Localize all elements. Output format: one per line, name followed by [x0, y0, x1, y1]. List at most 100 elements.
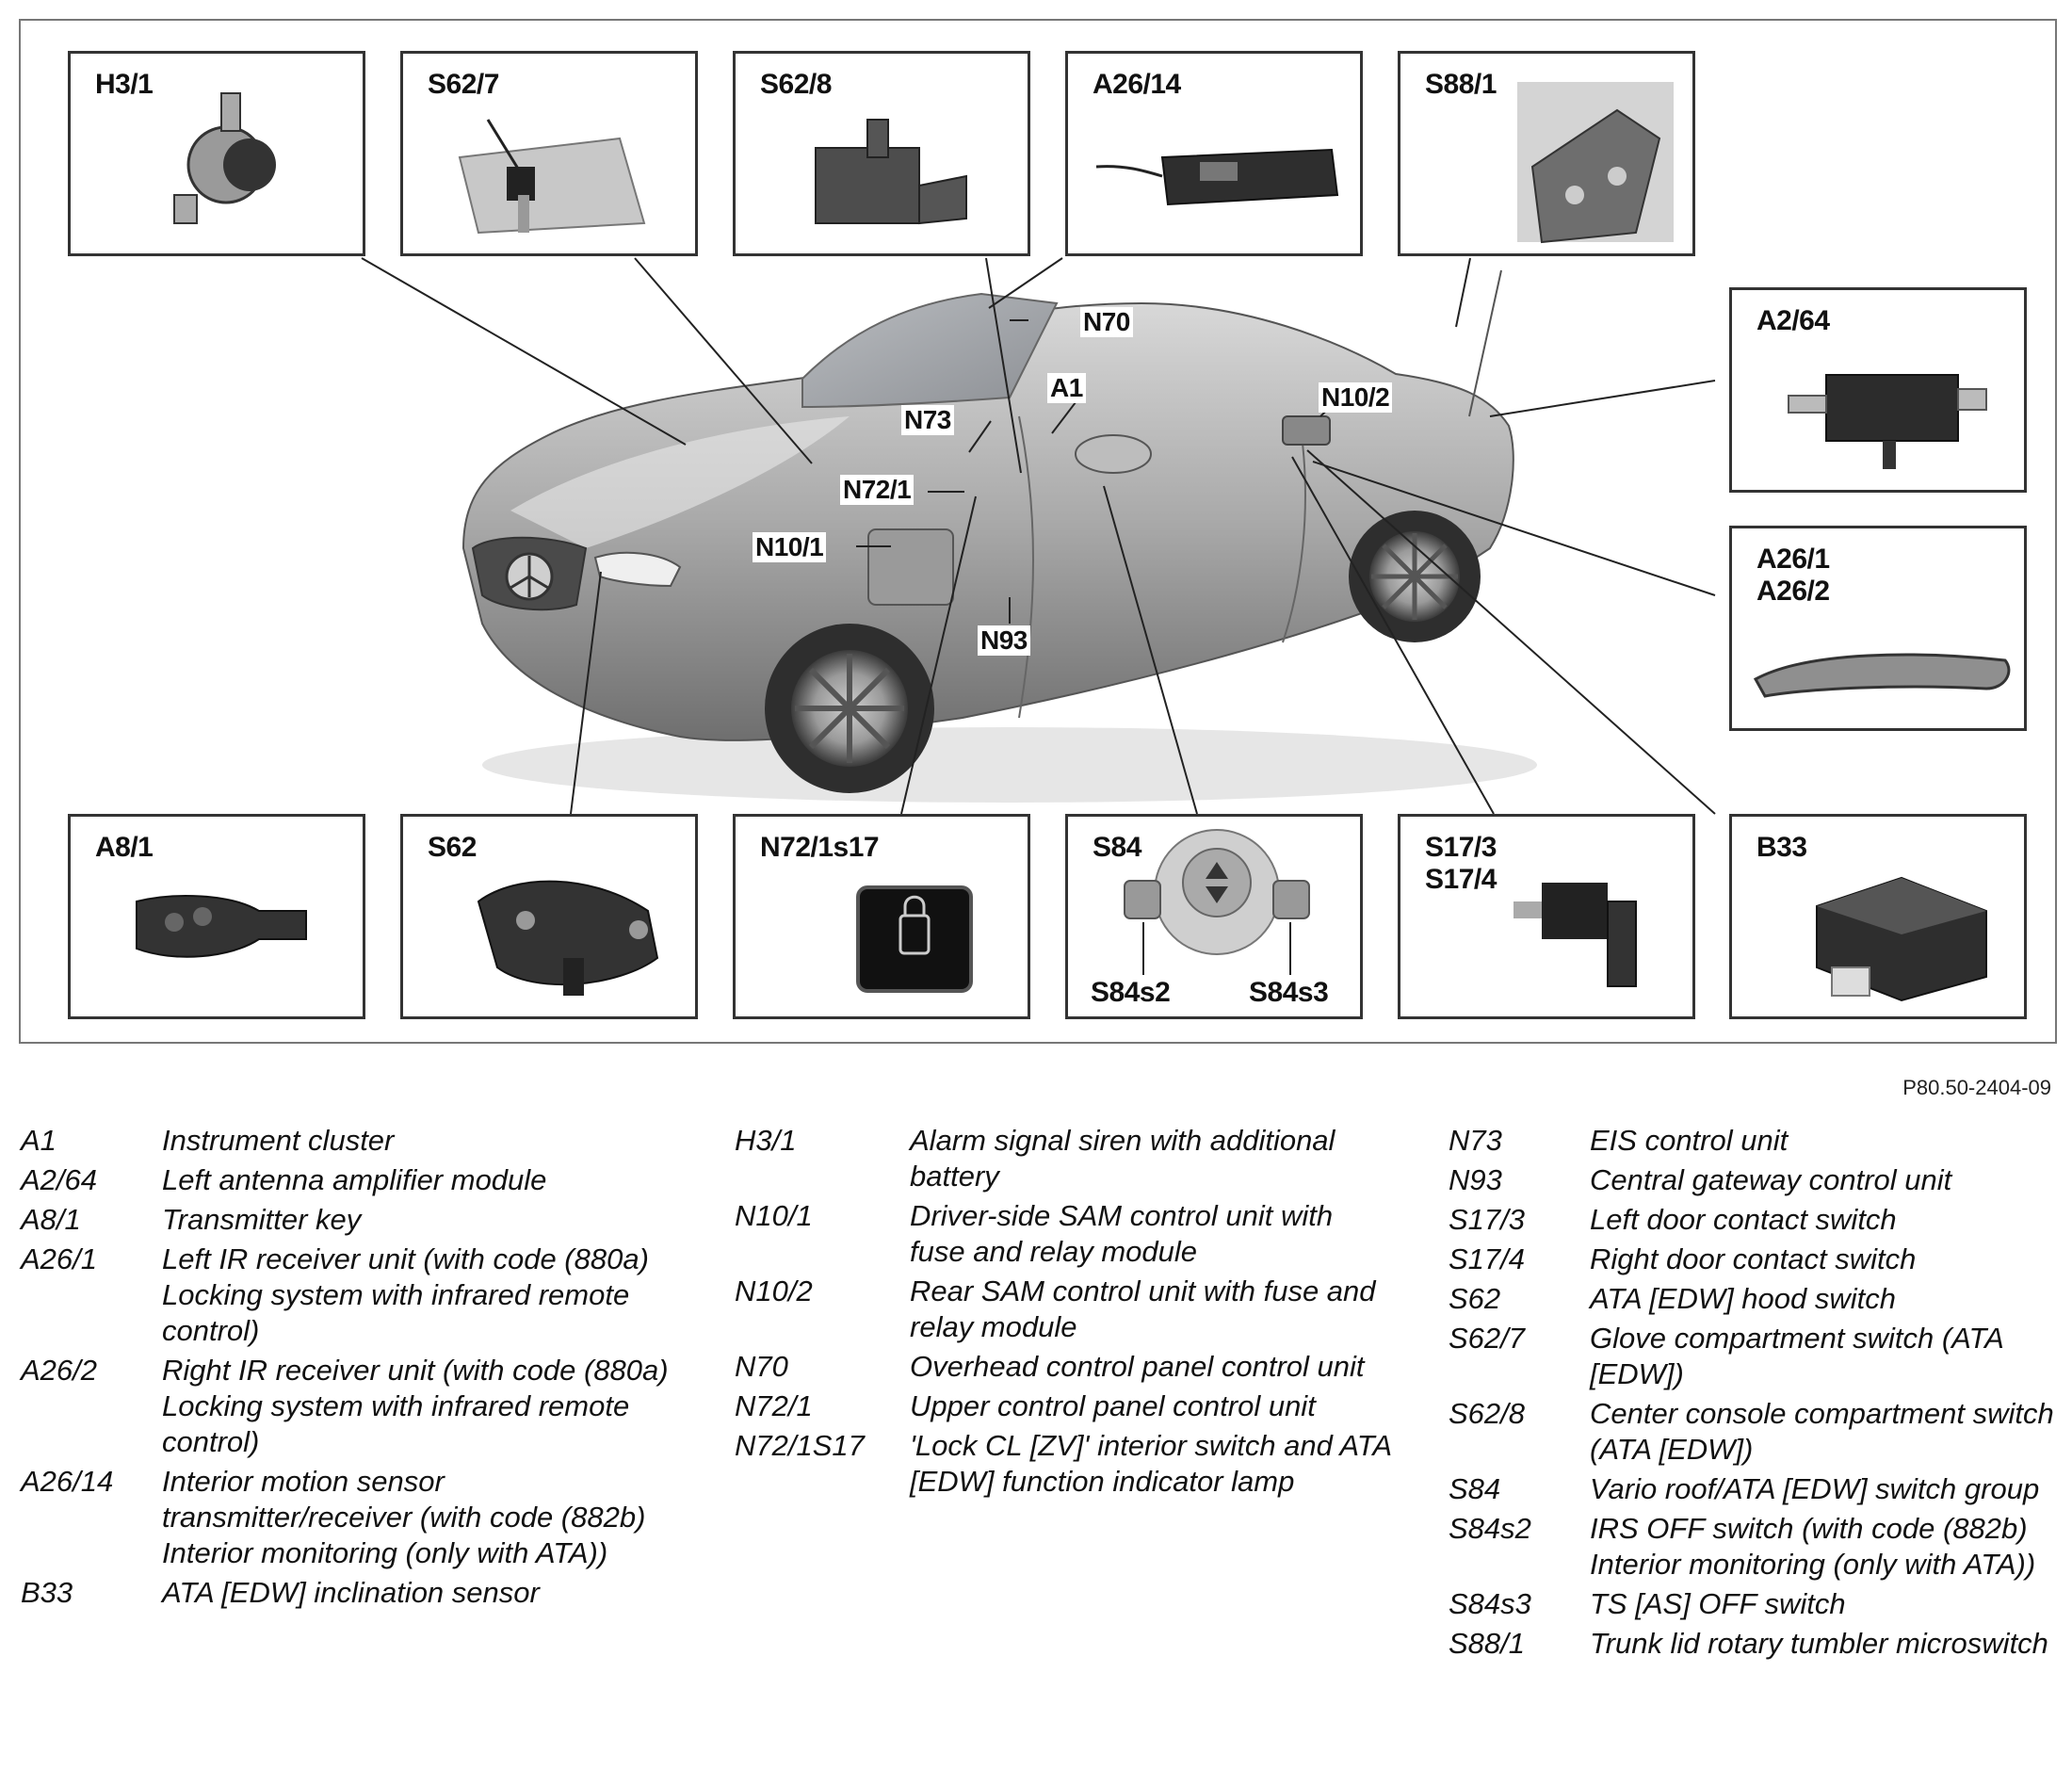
callout-n10-1: N10/1 [753, 532, 827, 562]
part-box-a2-64: A2/64 [1729, 287, 2027, 493]
callout-n72-1: N72/1 [840, 475, 915, 505]
part-label: A8/1 [95, 832, 154, 863]
callout-a1: A1 [1047, 373, 1086, 403]
legend-desc: Transmitter key [162, 1203, 362, 1236]
part-label: A2/64 [1756, 305, 1830, 336]
inclination-sensor-icon [1816, 876, 1987, 1002]
legend-desc: Interior motion sensor transmitter/recei… [162, 1465, 646, 1569]
antenna-module-icon [1788, 374, 1987, 469]
legend-code: S88/1 [1449, 1627, 1526, 1660]
legend-item: S62/8 Center console compartment switch (… [1449, 1396, 2061, 1468]
part-label: H3/1 [95, 69, 154, 100]
part-label: S88/1 [1425, 69, 1497, 100]
callout-n73: N73 [901, 405, 954, 435]
part-box-s62-7: S62/7 [400, 51, 698, 256]
legend-desc: Left door contact switch [1590, 1203, 1897, 1236]
part-label: S84 [1093, 832, 1141, 863]
legend-item: N72/1S17 'Lock CL [ZV]' interior switch a… [735, 1428, 1394, 1500]
legend-desc: Right IR receiver unit (with code (880a)… [162, 1354, 669, 1458]
legend-item: S17/3 Left door contact switch [1449, 1202, 2061, 1238]
glove-switch-icon [458, 119, 646, 235]
console-switch-icon [815, 119, 967, 225]
legend-desc: Glove compartment switch (ATA [EDW]) [1590, 1322, 2003, 1390]
legend-desc: Trunk lid rotary tumbler microswitch [1590, 1627, 2048, 1660]
legend-code: S62/8 [1449, 1397, 1526, 1430]
legend-desc: Right door contact switch [1590, 1242, 1917, 1275]
legend-item: N10/2 Rear SAM control unit with fuse and… [735, 1274, 1394, 1345]
legend-code: A2/64 [21, 1163, 98, 1196]
part-box-s62-8: S62/8 [733, 51, 1030, 256]
part-label: N72/1s17 [760, 832, 880, 863]
legend-code: S17/3 [1449, 1203, 1526, 1236]
legend-code: N72/1 [735, 1389, 813, 1422]
legend-item: S62/7 Glove compartment switch (ATA [EDW]… [1449, 1321, 2061, 1392]
legend-code: A1 [21, 1124, 57, 1157]
legend-code: H3/1 [735, 1124, 797, 1157]
legend-item: H3/1 Alarm signal siren with additional b… [735, 1123, 1394, 1194]
legend-code: B33 [21, 1576, 73, 1609]
legend-desc: Driver-side SAM control unit with fuse a… [910, 1199, 1334, 1268]
legend-code: A26/2 [21, 1354, 98, 1387]
legend-desc: TS [AS] OFF switch [1590, 1587, 1846, 1620]
legend-code: S84 [1449, 1472, 1501, 1505]
part-box-b33: B33 [1729, 814, 2027, 1019]
part-label: S62 [428, 832, 477, 863]
trunk-latch-icon [1517, 82, 1674, 244]
legend-code: S62 [1449, 1282, 1501, 1315]
legend-desc: 'Lock CL [ZV]' interior switch and ATA [… [910, 1429, 1391, 1498]
legend-column-2: H3/1 Alarm signal siren with additional b… [735, 1123, 1394, 1503]
legend-desc: Alarm signal siren with additional batte… [910, 1124, 1335, 1193]
legend-code: A26/14 [21, 1465, 114, 1498]
door-contact-switch-icon [1514, 883, 1637, 987]
motion-sensor-icon [1095, 148, 1339, 206]
legend-code: S84s3 [1449, 1587, 1531, 1620]
part-label: S62/8 [760, 69, 832, 100]
legend-desc: Left IR receiver unit (with code (880a) … [162, 1242, 649, 1347]
legend-item: A26/14 Interior motion sensor transmitter… [21, 1464, 671, 1571]
part-box-s62: S62 [400, 814, 698, 1019]
sub-label-s84s3: S84s3 [1249, 977, 1329, 1008]
legend-code: N73 [1449, 1124, 1502, 1157]
legend-code: A8/1 [21, 1203, 81, 1236]
part-box-s17-3-4: S17/3 S17/4 [1398, 814, 1695, 1019]
door-handle-icon [1753, 653, 2011, 698]
legend-item: A8/1 Transmitter key [21, 1202, 671, 1238]
legend-code: N72/1S17 [735, 1429, 865, 1462]
part-label: A26/14 [1093, 69, 1181, 100]
legend-code: S84s2 [1449, 1512, 1531, 1545]
legend-desc: Center console compartment switch (ATA [… [1590, 1397, 2054, 1466]
part-box-h3-1: H3/1 [68, 51, 365, 256]
callout-n10-2: N10/2 [1319, 382, 1393, 413]
transmitter-key-icon [136, 895, 307, 958]
part-label: B33 [1756, 832, 1807, 863]
legend-desc: EIS control unit [1590, 1124, 1789, 1157]
diagram-frame: H3/1 S62/7 S62/8 A26/14 [19, 19, 2057, 1044]
legend-code: S62/7 [1449, 1322, 1526, 1355]
legend-item: A1 Instrument cluster [21, 1123, 671, 1159]
legend-code: N10/2 [735, 1275, 813, 1307]
part-box-s84: S84 S84s2 S84s3 [1065, 814, 1363, 1019]
legend-desc: Vario roof/ATA [EDW] switch group [1590, 1472, 2040, 1505]
lock-switch-icon [856, 885, 973, 993]
hood-switch-icon [477, 880, 659, 996]
sub-label-s84s2: S84s2 [1091, 977, 1171, 1008]
legend-item: S88/1 Trunk lid rotary tumbler microswitc… [1449, 1626, 2061, 1662]
legend-desc: Central gateway control unit [1590, 1163, 1952, 1196]
callout-n70: N70 [1080, 307, 1133, 337]
callout-n93: N93 [978, 625, 1030, 656]
legend-desc: Overhead control panel control unit [910, 1350, 1365, 1383]
legend-item: S84s3 TS [AS] OFF switch [1449, 1586, 2061, 1622]
legend-desc: Rear SAM control unit with fuse and rela… [910, 1275, 1376, 1343]
legend-desc: Instrument cluster [162, 1124, 395, 1157]
part-box-n72-1s17: N72/1s17 [733, 814, 1030, 1019]
